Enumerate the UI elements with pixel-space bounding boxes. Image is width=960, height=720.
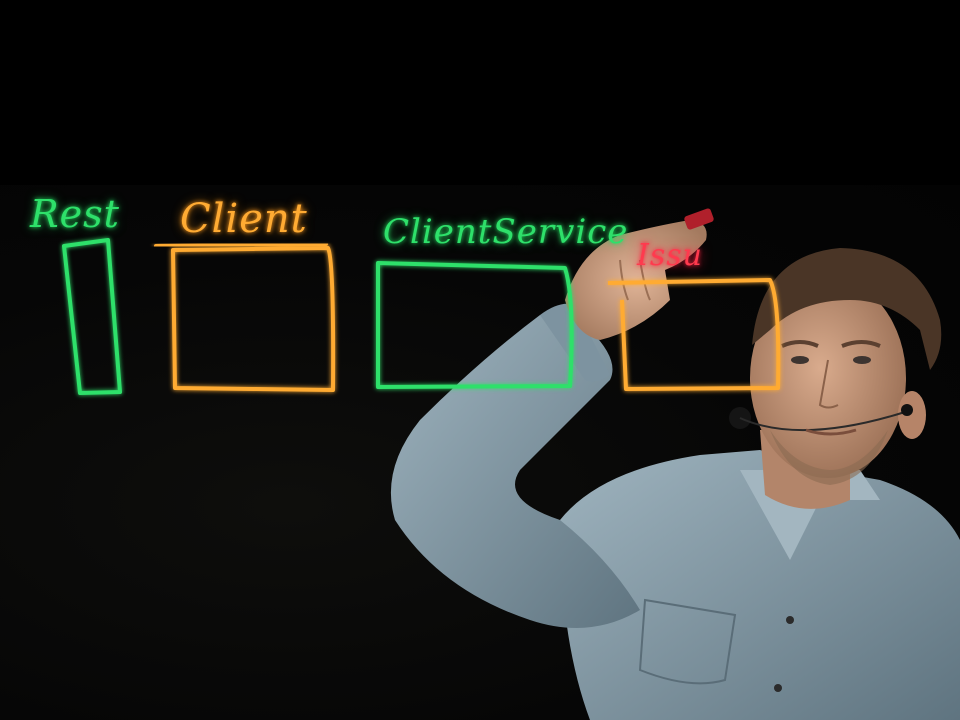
client-service-label: ClientService <box>383 212 629 252</box>
client-underline <box>154 242 328 248</box>
rest-label: Rest <box>30 192 120 236</box>
shirt-torso <box>560 450 960 720</box>
client-service-box <box>376 261 574 389</box>
ear <box>898 391 926 439</box>
issue-label: Issu <box>637 238 703 273</box>
rest-box <box>62 238 122 395</box>
hand <box>565 220 707 340</box>
top-black-band <box>0 0 960 185</box>
shirt-button <box>774 684 782 692</box>
issue-box <box>607 278 781 391</box>
face <box>750 278 906 478</box>
hair <box>752 248 942 370</box>
shirt-pocket <box>638 598 737 685</box>
client-label: Client <box>180 196 308 242</box>
client-box <box>171 246 336 392</box>
shirt-sleeve-arm <box>390 315 640 628</box>
marker <box>684 208 714 230</box>
sleeve-cuff <box>540 303 610 382</box>
shirt-button <box>786 616 794 624</box>
